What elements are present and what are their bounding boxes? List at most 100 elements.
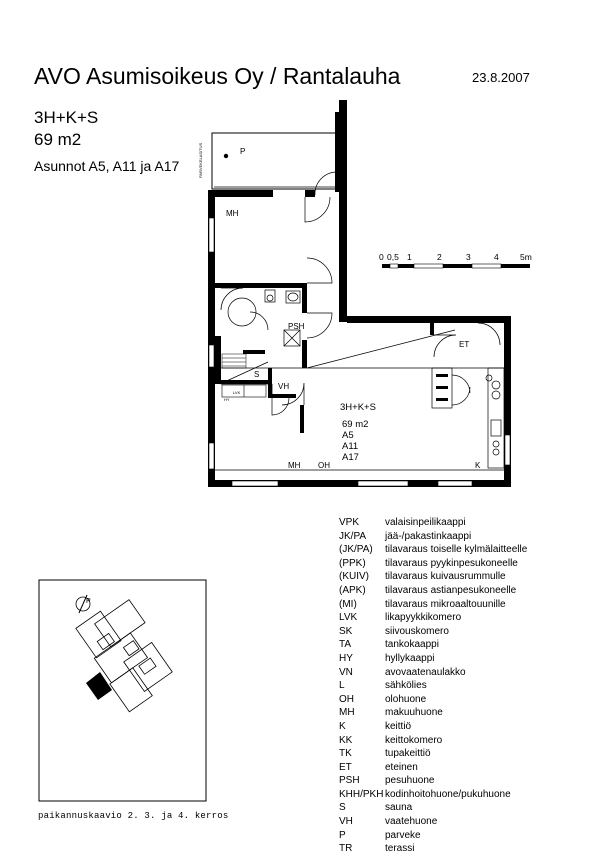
legend-desc: tilavaraus mikroaaltouunille [385, 598, 506, 610]
legend-code: ET [339, 761, 352, 773]
legend-row: PSH pesuhuone [339, 774, 527, 788]
legend-desc: pesuhuone [385, 775, 435, 787]
legend-code: VH [339, 816, 353, 828]
legend-desc: olohuone [385, 693, 427, 705]
legend-code: (MI) [339, 598, 357, 610]
scale-tick-4: 3 [466, 252, 471, 262]
label-parveke: P [240, 147, 245, 156]
legend-desc: tilavaraus kuivausrummulle [385, 571, 506, 583]
legend-code: L [339, 680, 345, 692]
legend-code: VPK [339, 517, 360, 528]
north-label: P [86, 598, 91, 605]
legend-desc: jää-/pakastinkaappi [385, 530, 472, 542]
center-a11: A11 [342, 441, 358, 452]
balcony-drain-icon [223, 153, 229, 159]
legend-desc: tilavaraus toiselle kylmälaitteelle [385, 544, 528, 556]
legend-desc: tupakeittiö [385, 748, 431, 760]
legend-code: TA [339, 639, 352, 651]
legend-desc: parveke [385, 829, 421, 841]
legend-desc: keittiö [385, 720, 412, 732]
legend-code: K [339, 720, 346, 732]
label-sauna: S [254, 370, 259, 379]
center-type: 3H+K+S [340, 402, 376, 413]
legend-row: OH olohuone [339, 693, 527, 707]
label-hy: HY [224, 397, 230, 402]
legend-code: OH [339, 693, 354, 705]
legend-row: (JK/PA)tilavaraus toiselle kylmälaitteel… [339, 543, 527, 557]
legend-row: JK/PA jää-/pakastinkaappi [339, 530, 527, 544]
bathroom-fixtures [227, 289, 301, 347]
page-title: AVO Asumisoikeus Oy / Rantalauha [34, 63, 401, 89]
kitchen-fixtures [431, 367, 505, 469]
legend-row: (APK) tilavaraus astianpesukoneelle [339, 584, 527, 598]
label-vh: VH [278, 382, 289, 391]
legend-desc: valaisinpeilikaappi [385, 517, 466, 528]
legend-desc: tilavaraus astianpesukoneelle [385, 584, 517, 596]
scale-tick-1: 0,5 [387, 252, 399, 262]
legend-code: S [339, 802, 346, 814]
legend-row: ET eteinen [339, 761, 527, 775]
scale-bar: 0 0,5 1 2 3 4 5m [379, 252, 532, 269]
legend-row: VH vaatehuone [339, 815, 527, 829]
doors [220, 171, 501, 416]
legend-code: (KUIV) [339, 571, 369, 583]
apartment-list: Asunnot A5, A11 ja A17 [34, 158, 180, 174]
legend-desc: eteinen [385, 761, 418, 773]
label-lvk: LVK [233, 390, 241, 395]
legend-code: KHH/PKH [339, 788, 384, 800]
legend-desc: hyllykaappi [385, 652, 435, 664]
legend-code: JK/PA [339, 530, 367, 542]
legend-desc: vaatehuone [385, 816, 438, 828]
legend-code: KK [339, 734, 353, 746]
label-psh: PSH [288, 322, 305, 331]
legend-desc: sähkölies [385, 680, 427, 692]
scale-tick-3: 2 [437, 252, 442, 262]
closets [221, 384, 267, 398]
scale-tick-5: 4 [494, 252, 499, 262]
balcony-outline [211, 132, 343, 190]
legend-row: LVK likapyykkikomero [339, 611, 527, 625]
scale-tick-6: 5m [520, 252, 532, 262]
legend-code: PSH [339, 775, 360, 787]
legend-desc: sauna [385, 802, 413, 814]
scale-tick-2: 1 [407, 252, 412, 262]
scale-tick-0: 0 [379, 252, 384, 262]
plan-date: 23.8.2007 [472, 70, 530, 85]
legend-code: (APK) [339, 584, 366, 596]
legend-row: KK keittokomero [339, 734, 527, 748]
legend-desc: siivouskomero [385, 625, 449, 637]
legend-desc: likapyykkikomero [385, 612, 462, 624]
legend-code: SK [339, 625, 353, 637]
legend-code: TR [339, 843, 353, 855]
apartment-area: 69 m2 [34, 130, 82, 149]
label-k: K [475, 461, 481, 470]
legend-code: VN [339, 666, 353, 678]
legend-code: MH [339, 707, 355, 719]
label-mh-top: MH [226, 209, 239, 218]
apartment-highlight [86, 672, 112, 700]
label-oh: OH [318, 461, 330, 470]
legend-desc: makuuhuone [385, 707, 443, 719]
legend-code: P [339, 829, 346, 841]
legend-row: (KUIV) tilavaraus kuivausrummulle [339, 570, 527, 584]
legend-code: LVK [339, 612, 358, 624]
label-mh-bottom: MH [288, 461, 301, 470]
center-area: 69 m2 [342, 419, 368, 430]
legend-desc: keittokomero [385, 734, 443, 746]
center-a17: A17 [342, 452, 359, 463]
legend-code: (PPK) [339, 557, 366, 569]
apartment-type: 3H+K+S [34, 108, 99, 127]
legend-desc: kodinhoitohuone/pukuhuone [385, 788, 511, 800]
legend-desc: tankokaappi [385, 639, 439, 651]
north-arrow-icon [75, 596, 91, 612]
